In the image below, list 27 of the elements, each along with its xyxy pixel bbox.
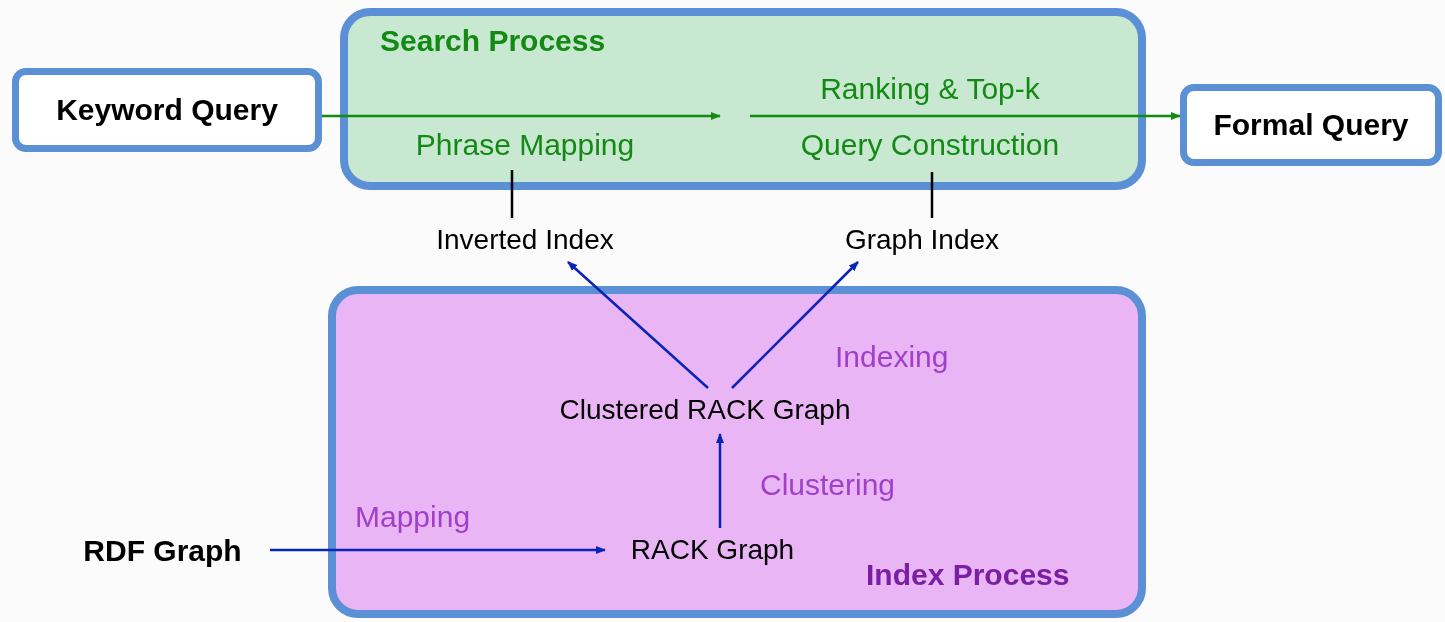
node-label: Clustered RACK Graph [558, 394, 852, 426]
node-label: Ranking & Top-k [819, 72, 1041, 106]
node-label: Formal Query [1212, 107, 1410, 143]
process-panel [328, 286, 1146, 618]
arrow [322, 112, 721, 120]
node-label: Phrase Mapping [414, 128, 636, 162]
panel-title: Index Process [866, 558, 1070, 592]
node-label: RACK Graph [629, 534, 796, 566]
arrow [750, 112, 1181, 120]
node-label: Keyword Query [55, 92, 279, 128]
arrow [716, 433, 724, 528]
process-panel [340, 8, 1146, 190]
arrow [567, 261, 709, 389]
query-box [1180, 84, 1442, 166]
node-label: Query Construction [799, 128, 1061, 162]
connector-line [510, 170, 514, 218]
edge-label: Clustering [760, 468, 896, 502]
panel-title: Search Process [380, 24, 606, 58]
arrow [270, 546, 606, 554]
connector-line [930, 172, 934, 218]
node-label: RDF Graph [82, 534, 243, 568]
node-label: Graph Index [843, 224, 1001, 256]
query-box [12, 68, 322, 152]
edge-label: Mapping [355, 500, 471, 534]
process-label: Indexing [835, 340, 949, 374]
node-label: Inverted Index [435, 224, 615, 256]
arrow [731, 261, 859, 389]
